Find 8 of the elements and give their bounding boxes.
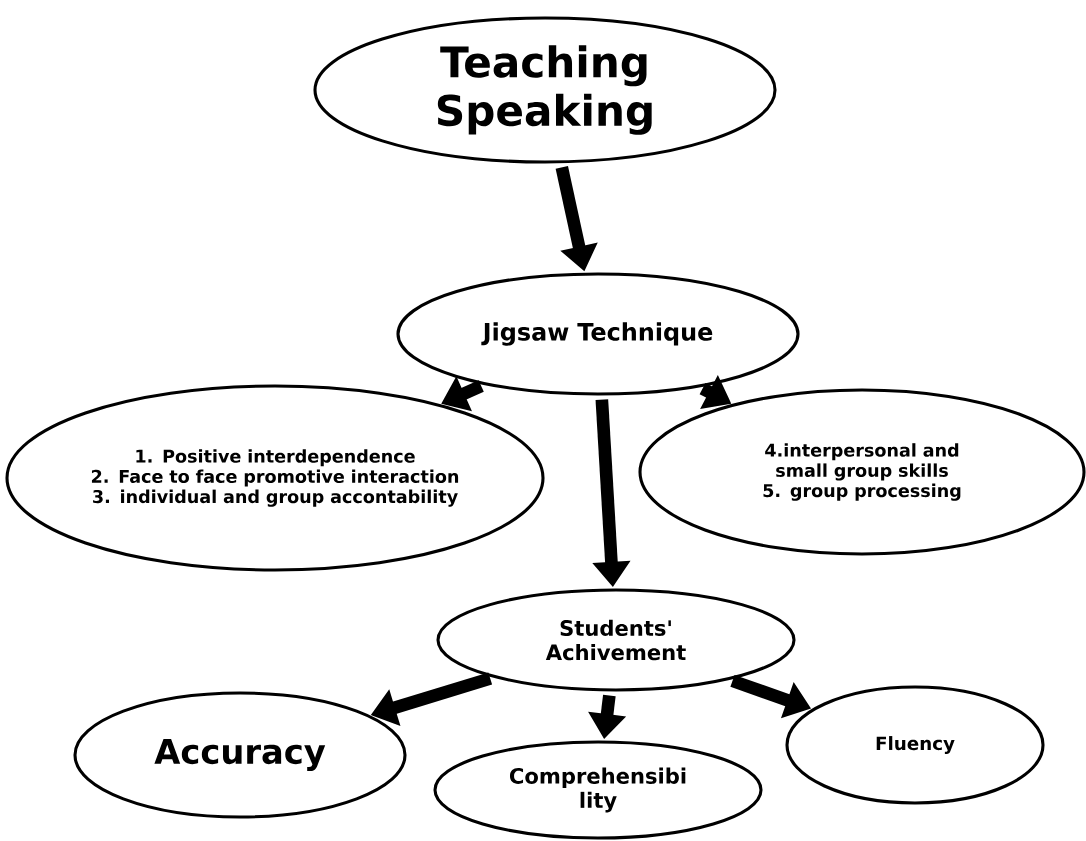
ellipse-node: Comprehensibi lity [433,740,763,840]
ellipse-node: Accuracy [73,691,407,819]
ellipse-node: 4.interpersonal and small group skills 5. group processing [638,388,1086,556]
ellipse-node: Fluency [785,685,1045,805]
ellipse-node: 1. Positive interdependence 2. Face to face promotive interaction 3. individual and group accontability [5,384,545,572]
ellipse-node: Teaching Speaking [313,16,777,164]
ellipse-node: Jigsaw Technique [396,272,800,396]
ellipse-node: Students' Achivement [436,588,796,692]
